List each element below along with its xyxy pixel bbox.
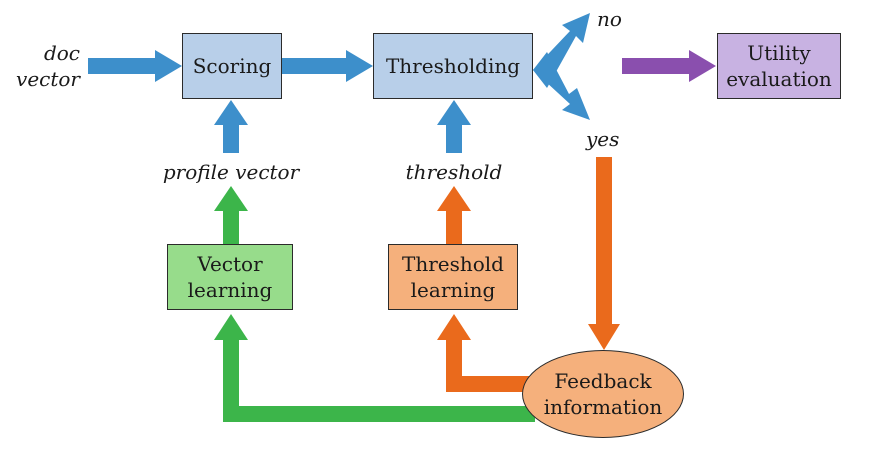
threshold-learning-label-line2: learning <box>410 278 496 302</box>
arrow-to-utility <box>622 50 716 82</box>
no-label: no <box>597 7 622 31</box>
utility-evaluation-label-line1: Utility <box>747 41 811 65</box>
arrow-profile-to-scoring <box>214 100 248 153</box>
doc-vector-label-line2: vector <box>16 67 80 91</box>
thresholding-box: Thresholding <box>373 33 533 99</box>
doc-vector-label: doc vector <box>0 40 80 92</box>
vector-learning-label-line2: learning <box>187 278 273 302</box>
yes-label: yes <box>586 127 620 151</box>
threshold-learning-box: Threshold learning <box>388 244 518 310</box>
arrow-threshold-learning-to-threshold <box>437 186 471 244</box>
feedback-information-label-line2: information <box>543 395 663 419</box>
thresholding-label: Thresholding <box>385 54 521 78</box>
arrow-to-yes <box>533 52 590 120</box>
arrow-feedback-to-threshold-learning <box>437 314 530 392</box>
utility-evaluation-label-line2: evaluation <box>726 67 832 91</box>
arrow-scoring-to-thresholding <box>282 50 373 82</box>
scoring-label: Scoring <box>192 54 272 78</box>
profile-vector-label: profile vector <box>162 160 300 184</box>
feedback-information-node: Feedback information <box>522 350 684 438</box>
scoring-box: Scoring <box>182 33 282 99</box>
arrow-threshold-to-thresholding <box>437 100 471 153</box>
arrow-feedback-to-vector-learning <box>214 314 535 422</box>
vector-learning-box: Vector learning <box>167 244 293 310</box>
utility-evaluation-box: Utility evaluation <box>717 33 841 99</box>
arrow-vector-learning-to-profile <box>214 186 248 244</box>
threshold-learning-label-line1: Threshold <box>401 252 504 276</box>
vector-learning-label-line1: Vector <box>197 252 263 276</box>
threshold-label: threshold <box>405 160 503 184</box>
doc-vector-label-line1: doc <box>43 41 80 65</box>
feedback-information-label-line1: Feedback <box>554 369 652 393</box>
arrow-doc-to-scoring <box>88 50 182 82</box>
arrow-yes-to-feedback <box>588 157 620 350</box>
